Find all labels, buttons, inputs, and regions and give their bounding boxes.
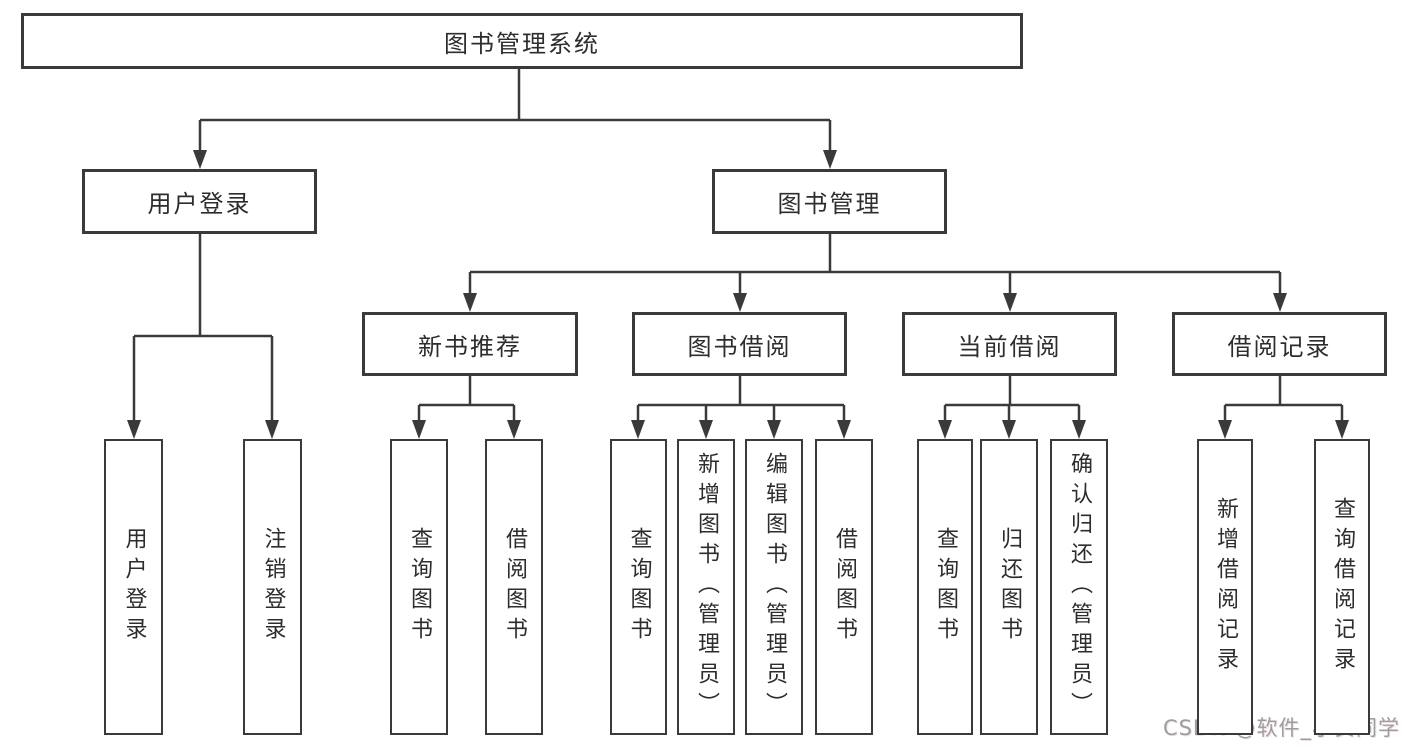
node-label: 借阅图书: [502, 527, 527, 647]
node-add-borrow-record: 新增借阅记录: [1197, 439, 1253, 735]
node-query-books: 查询图书: [610, 439, 667, 735]
node-label: 图书管理系统: [444, 29, 600, 58]
node-label: 查询借阅记录: [1330, 497, 1355, 677]
arrowhead: [699, 420, 713, 439]
arrowhead: [507, 420, 521, 439]
node-book-management: 图书管理: [712, 169, 947, 234]
node-label: 图书管理: [777, 190, 882, 218]
node-book-management-system: 图书管理系统: [21, 13, 1023, 69]
node-return-books: 归还图书: [980, 439, 1038, 735]
node-query-borrow-record: 查询借阅记录: [1314, 439, 1370, 735]
node-borrow-records: 借阅记录: [1172, 312, 1387, 376]
node-label: 图书借阅: [687, 332, 792, 361]
arrowhead: [127, 420, 141, 439]
arrowhead: [938, 420, 952, 439]
node-label: 借阅图书: [832, 527, 857, 647]
arrowhead: [463, 293, 477, 312]
connector-root-to-level1: [193, 69, 837, 169]
arrowhead: [1273, 293, 1287, 312]
node-query-books: 查询图书: [917, 439, 973, 735]
node-label: 查询图书: [933, 527, 958, 647]
arrowhead: [193, 150, 207, 169]
arrowhead: [767, 420, 781, 439]
arrowhead: [1002, 420, 1016, 439]
connector-new-book-recommend-children: [412, 376, 521, 439]
node-label: 编辑图书（管理员）: [762, 452, 787, 722]
node-book-borrow: 图书借阅: [632, 312, 847, 376]
connector-book-management-children: [463, 234, 1287, 312]
arrowhead: [631, 420, 645, 439]
node-edit-books-admin: 编辑图书（管理员）: [745, 439, 803, 735]
node-confirm-return-admin: 确认归还（管理员）: [1050, 439, 1108, 735]
arrowhead: [1072, 420, 1086, 439]
node-label: 确认归还（管理员）: [1067, 452, 1092, 722]
arrowhead: [412, 420, 426, 439]
node-logout: 注销登录: [243, 439, 302, 735]
node-label: 归还图书: [997, 527, 1022, 647]
node-label: 新增图书（管理员）: [694, 452, 719, 722]
connector-user-login-children: [127, 234, 279, 439]
arrowhead: [265, 420, 279, 439]
connector-book-borrow-children: [631, 376, 851, 439]
node-query-books: 查询图书: [390, 439, 448, 735]
node-label: 查询图书: [407, 527, 432, 647]
node-borrow-books: 借阅图书: [485, 439, 543, 735]
node-label: 用户登录: [121, 527, 147, 647]
connector-borrow-records-children: [1218, 376, 1349, 439]
node-label: 新增借阅记录: [1213, 497, 1238, 677]
node-label: 注销登录: [260, 527, 286, 647]
node-borrow-books: 借阅图书: [815, 439, 873, 735]
node-current-borrow: 当前借阅: [902, 312, 1117, 376]
node-label: 用户登录: [147, 190, 252, 218]
node-add-books-admin: 新增图书（管理员）: [677, 439, 735, 735]
arrowhead: [837, 420, 851, 439]
connector-current-borrow-children: [938, 376, 1086, 439]
node-user-login: 用户登录: [82, 169, 317, 234]
node-label: 当前借阅: [957, 332, 1062, 361]
node-label: 新书推荐: [418, 332, 522, 361]
arrowhead: [1218, 420, 1232, 439]
node-new-book-recommend: 新书推荐: [362, 312, 578, 376]
node-label: 查询图书: [626, 527, 652, 647]
arrowhead: [1335, 420, 1349, 439]
node-label: 借阅记录: [1227, 332, 1332, 361]
arrowhead: [1003, 293, 1017, 312]
arrowhead: [823, 150, 837, 169]
arrowhead: [733, 293, 747, 312]
node-user-login-leaf: 用户登录: [104, 439, 163, 735]
